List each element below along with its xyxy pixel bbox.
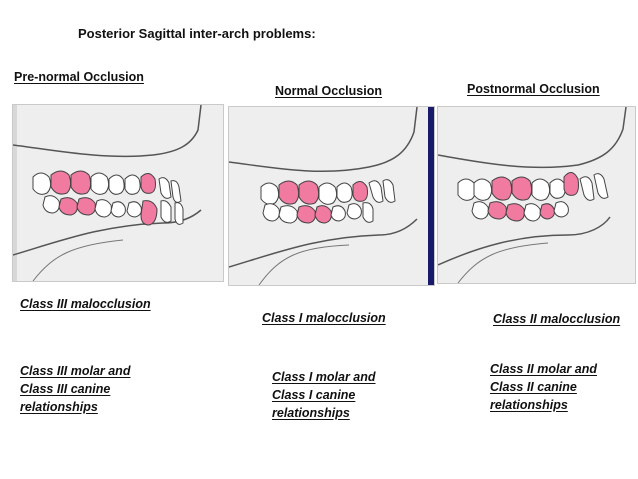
relationship-line: Class III canine xyxy=(20,382,111,396)
relationship-line: relationships xyxy=(490,398,568,412)
class-i-malocclusion-label: Class I malocclusion xyxy=(262,311,386,325)
page-title: Posterior Sagittal inter-arch problems: xyxy=(78,26,316,41)
normal-occlusion-title: Normal Occlusion xyxy=(275,84,382,98)
relationship-line: Class I molar and xyxy=(272,370,376,384)
class-iii-malocclusion-label: Class III malocclusion xyxy=(20,297,151,311)
class-i-relationship-text: Class I molar and Class I canine relatio… xyxy=(272,368,376,422)
relationship-line: Class III molar and xyxy=(20,364,131,378)
postnormal-occlusion-illustration xyxy=(437,106,636,284)
relationship-line: Class I canine xyxy=(272,388,356,402)
class-ii-relationship-text: Class II molar and Class II canine relat… xyxy=(490,360,597,414)
normal-occlusion-illustration xyxy=(228,106,435,286)
relationship-line: relationships xyxy=(272,406,350,420)
pre-normal-occlusion-illustration xyxy=(12,104,224,282)
postnormal-occlusion-title: Postnormal Occlusion xyxy=(467,82,600,96)
relationship-line: Class II molar and xyxy=(490,362,597,376)
pre-normal-occlusion-title: Pre-normal Occlusion xyxy=(14,70,144,84)
class-ii-malocclusion-label: Class II malocclusion xyxy=(493,312,621,326)
relationship-line: Class II canine xyxy=(490,380,577,394)
class-iii-relationship-text: Class III molar and Class III canine rel… xyxy=(20,362,130,416)
relationship-line: relationships xyxy=(20,400,98,414)
